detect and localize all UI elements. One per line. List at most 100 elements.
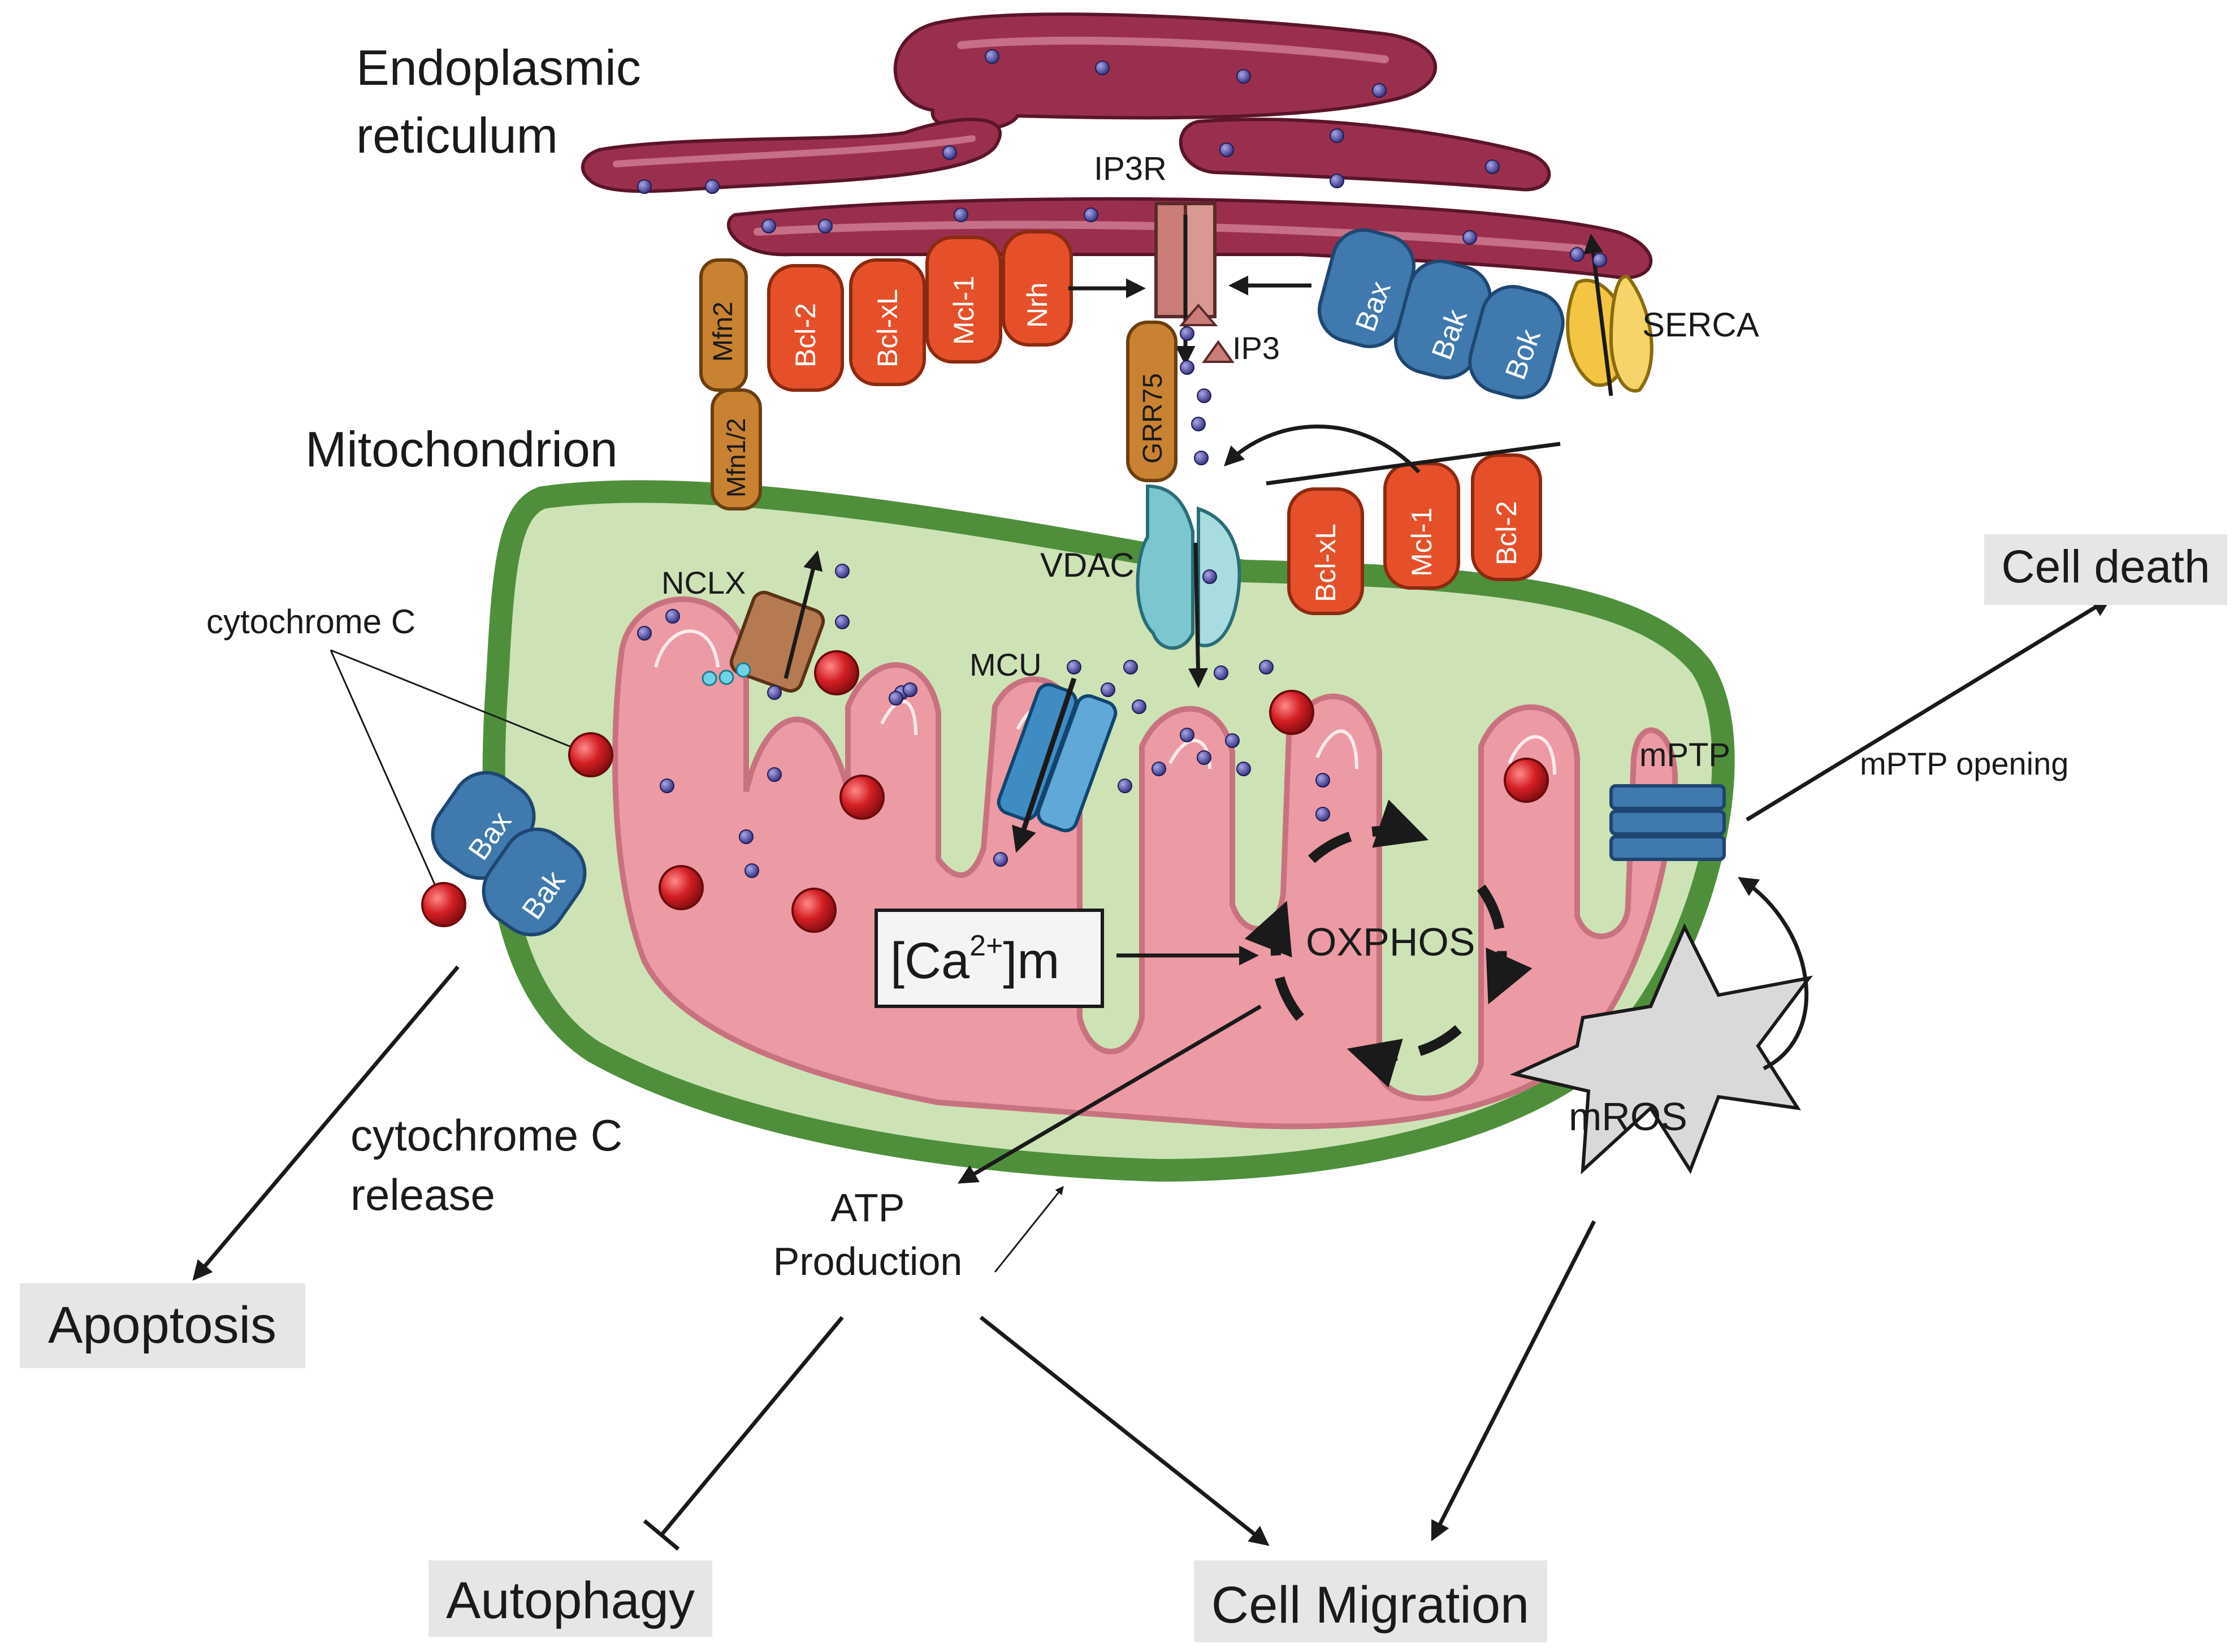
calcium-ion [660,779,674,793]
calcium-ion [744,863,759,878]
calcium-ion [1330,174,1344,188]
calcium-ion [1197,388,1211,403]
calcium-ion [761,219,776,233]
calcium-ion [1570,247,1585,262]
calcium-ion [1180,360,1194,375]
mito-tether-mfn12: Mfn1/2 [721,418,751,498]
mito-anti-apoptotic-2: Mcl-1 [1406,508,1438,577]
calcium-ion [942,145,957,160]
calcium-ion [985,49,999,64]
mptp-opening-label: mPTP opening [1860,746,2068,781]
cytochrome-c-molecule [1269,690,1314,735]
er-protein-cluster: Mfn2 Bcl-2 Bcl-xL Mcl-1 Nrh Bax Bak Bok … [699,150,1759,482]
cytochrome-c-molecule [659,865,704,910]
calcium-ion [818,219,833,233]
calcium-ion [835,615,850,629]
cytochrome-c-molecule [1504,758,1549,803]
cytochrome-release-line-2: release [350,1170,495,1219]
calcium-ion [1592,253,1607,267]
serca-label: SERCA [1642,306,1759,344]
calcium-ion [1191,417,1206,431]
cell-migration-label: Cell Migration [1211,1576,1529,1634]
mitochondrion-label: Mitochondrion [305,421,618,477]
autophagy-label: Autophagy [446,1572,695,1629]
calcium-matrix-box: [Ca2+]m [875,909,1104,1008]
endoplasmic-reticulum [581,12,1652,280]
cytochrome-release-line-1: cytochrome C [350,1110,622,1160]
cytochrome-c-molecules [421,650,1549,933]
calcium-ion [1225,733,1240,748]
apoptosis-label: Apoptosis [48,1296,276,1354]
calcium-ion [705,179,720,194]
cytochrome-c-molecule [421,882,466,927]
oxphos-label: OXPHOS [1306,920,1475,964]
ca-prefix: [Ca [890,933,970,989]
calcium-ion [1462,230,1477,245]
calcium-ion [1180,326,1194,341]
calcium-ion [1084,207,1098,222]
calcium-ion [637,179,652,194]
cytochrome-c-label: cytochrome C [206,603,415,641]
cytochrome-c-molecule [839,775,885,820]
ip3r-channel [1154,202,1218,366]
er-anti-apoptotic-4: Nrh [1021,282,1053,328]
ip3-label: IP3 [1232,330,1280,366]
atp-label-line-2: Production [773,1239,963,1283]
calcium-ion [1315,807,1330,821]
calcium-ion [767,685,782,700]
ca-suffix: ]m [1003,933,1059,989]
mito-protein-cluster: Mfn1/2 VDAC Bcl-xL Mcl-1 Bcl-2 NCLX MCU [431,388,1730,937]
cytochrome-c-molecule [814,650,859,695]
mito-anti-apoptotic-3: Bcl-2 [1491,501,1522,565]
calcium-ion [1236,69,1251,84]
mros-label: mROS [1569,1095,1687,1139]
er-label-line-1: Endoplasmic [356,40,641,96]
nclx-exchanger [702,550,825,693]
calcium-ion [903,682,917,697]
calcium-ion [1330,128,1344,143]
calcium-matrix-label: [Ca2+]m [890,929,1059,989]
calcium-ion [1194,451,1209,465]
cytochrome-c-molecule [791,888,837,933]
bok-protein-er: Bok [1468,284,1565,400]
er-anti-apoptotic-2: Bcl-xL [872,289,903,367]
calcium-ion [767,767,782,782]
calcium-ion [1315,773,1330,788]
calcium-ion [1214,665,1228,680]
calcium-ion [889,691,903,706]
calcium-ion [1095,60,1110,75]
calcium-ion [637,626,652,641]
ip3r-label: IP3R [1094,150,1167,187]
mros-starburst [1509,923,1813,1175]
calcium-ion [1067,660,1081,674]
calcium-ion [1219,142,1234,157]
outcome-apoptosis: Apoptosis [20,1283,305,1368]
calcium-ion [1101,682,1115,697]
mptp-label: mPTP [1639,737,1730,773]
er-label-line-2: reticulum [356,107,558,163]
calcium-ion [1152,762,1166,776]
ca-charge: 2+ [969,929,1003,962]
er-anti-apoptotic-1: Bcl-2 [790,303,821,367]
vdac-label: VDAC [1040,546,1135,584]
atp-label-line-1: ATP [831,1186,905,1230]
calcium-ion [1180,728,1194,742]
calcium-ion [1202,569,1217,584]
calcium-ion [1372,83,1387,98]
calcium-ion [954,207,968,222]
vdac-channel [1136,484,1241,688]
pathway-arrows [192,597,2112,1551]
calcium-ion [1485,159,1500,174]
calcium-ions [637,49,1607,878]
calcium-ion [739,829,754,844]
calcium-ion [1132,699,1146,714]
calcium-ion [1197,750,1211,765]
mptp-pore [1609,784,1726,861]
er-tether-mfn2: Mfn2 [708,301,738,362]
ip3-molecule [1202,340,1235,363]
calcium-ion [1123,660,1138,674]
cell-death-label: Cell death [2001,541,2210,593]
calcium-ion [993,852,1008,867]
